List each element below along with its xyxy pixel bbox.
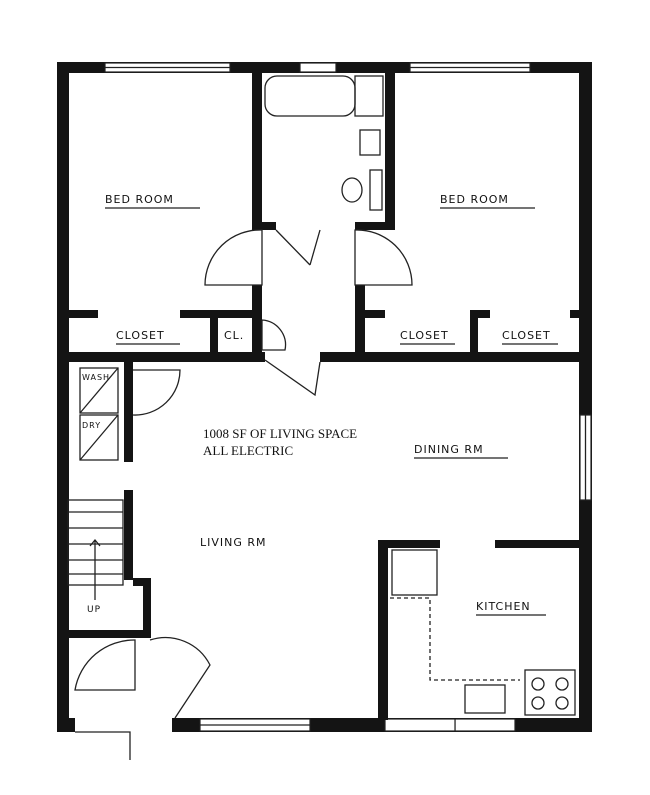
entry-step (75, 731, 131, 760)
right-wall (579, 62, 592, 732)
door-entry-2 (149, 636, 211, 719)
bottom-wall-left (57, 718, 75, 732)
label-closet-small: CL. (224, 329, 244, 342)
window-kitchen (454, 718, 516, 732)
kitchen-sink (464, 684, 506, 714)
refrigerator (391, 549, 438, 596)
door-bedroom-right (354, 229, 413, 286)
stairs (67, 499, 124, 600)
door-bedroom-left (204, 229, 263, 286)
note-living-space: 1008 SF OF LIVING SPACE (203, 426, 357, 441)
label-bedroom-right: BED ROOM (440, 193, 509, 206)
dryer (79, 414, 119, 461)
note-all-electric: ALL ELECTRIC (203, 443, 293, 458)
label-closet-left: CLOSET (116, 329, 165, 342)
interior-walls (65, 72, 580, 720)
fixtures (67, 75, 576, 716)
label-kitchen: KITCHEN (476, 600, 531, 613)
label-living: LIVING RM (200, 536, 267, 549)
counter-line (390, 597, 520, 681)
door-bath (275, 229, 321, 266)
range (524, 669, 576, 716)
door-hall (264, 359, 321, 397)
label-closet-right: CLOSET (502, 329, 551, 342)
door-entry (74, 639, 136, 691)
sink (359, 129, 381, 156)
door-closet-small (261, 319, 287, 351)
label-closet-mid: CLOSET (400, 329, 449, 342)
bathtub (264, 75, 356, 117)
label-bedroom-left: BED ROOM (105, 193, 174, 206)
label-stairs-up: UP (87, 605, 101, 615)
toilet (341, 177, 363, 203)
toilet-tank (369, 169, 383, 211)
left-wall (57, 62, 69, 732)
wall-kitchen-thin (384, 718, 456, 732)
label-wash: WASH (82, 373, 110, 382)
doors (74, 229, 413, 760)
tub-tile (354, 75, 384, 117)
window-bath (299, 62, 337, 73)
room-labels: BED ROOM BED ROOM CLOSET CL. CLOSET CLOS… (82, 193, 558, 616)
label-dining: DINING RM (414, 443, 484, 456)
label-dryer: DRY (82, 421, 101, 430)
door-laundry (132, 369, 181, 416)
windows (104, 62, 592, 732)
washer (79, 367, 119, 414)
